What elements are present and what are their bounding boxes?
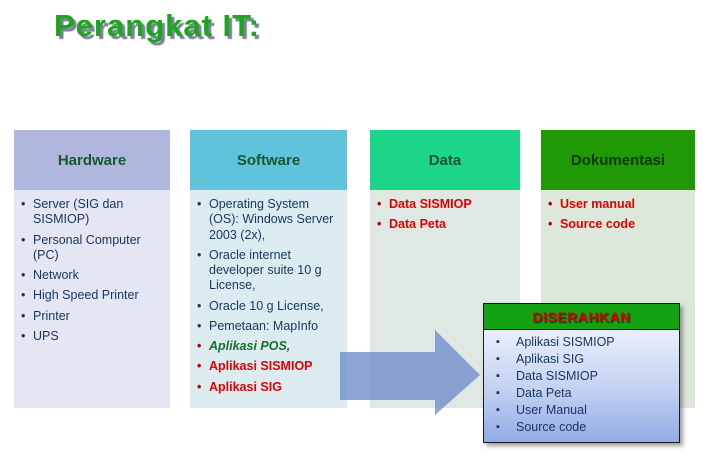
list-item: Aplikasi SIG <box>197 380 342 396</box>
right-block-arrow-icon <box>340 330 480 415</box>
list-item: Data SISMIOP <box>492 368 675 384</box>
list-item: Aplikasi POS, <box>197 339 342 355</box>
list-item: Data Peta <box>492 385 675 401</box>
column-dokumentasi-header: Dokumentasi <box>541 130 695 190</box>
column-software-title: Software <box>236 151 301 169</box>
list-item: Oracle internet developer suite 10 g Lic… <box>197 248 342 294</box>
handover-box-header: DISERAHKAN <box>484 304 679 330</box>
list-item: Aplikasi SIG <box>492 351 675 367</box>
list-item: Source code <box>492 419 675 435</box>
list-item: Source code <box>548 217 690 233</box>
list-item: User Manual <box>492 402 675 418</box>
list-item: Data Peta <box>377 217 515 233</box>
column-data-title: Data <box>428 151 462 169</box>
list-item: Aplikasi SISMIOP <box>197 359 342 375</box>
handover-box-title: DISERAHKAN <box>532 308 631 325</box>
list-item: User manual <box>548 197 690 213</box>
list-item: Operating System (OS): Windows Server 20… <box>197 197 342 243</box>
list-item: Server (SIG dan SISMIOP) <box>21 197 165 228</box>
list-item: Pemetaan: MapInfo <box>197 319 342 335</box>
column-hardware-header: Hardware <box>14 130 170 190</box>
list-item: Data SISMIOP <box>377 197 515 213</box>
column-software: Software Operating System (OS): Windows … <box>190 130 347 408</box>
list-item: Network <box>21 268 165 284</box>
column-hardware-title: Hardware <box>57 151 127 169</box>
column-software-item-list: Operating System (OS): Windows Server 20… <box>190 190 347 408</box>
column-data-header: Data <box>370 130 520 190</box>
column-hardware: Hardware Server (SIG dan SISMIOP) Persona… <box>14 130 170 408</box>
column-software-header: Software <box>190 130 347 190</box>
column-hardware-item-list: Server (SIG dan SISMIOP) Personal Compute… <box>14 190 170 408</box>
page-title: Perangkat IT: <box>54 8 260 43</box>
list-item: Oracle 10 g License, <box>197 299 342 315</box>
list-item: Aplikasi SISMIOP <box>492 334 675 350</box>
handover-box: DISERAHKAN Aplikasi SISMIOPAplikasi SIGD… <box>483 303 680 443</box>
column-dokumentasi-title: Dokumentasi <box>570 151 666 169</box>
list-item: Printer <box>21 309 165 325</box>
list-item: High Speed Printer <box>21 288 165 304</box>
list-item: UPS <box>21 329 165 345</box>
list-item: Personal Computer (PC) <box>21 233 165 264</box>
